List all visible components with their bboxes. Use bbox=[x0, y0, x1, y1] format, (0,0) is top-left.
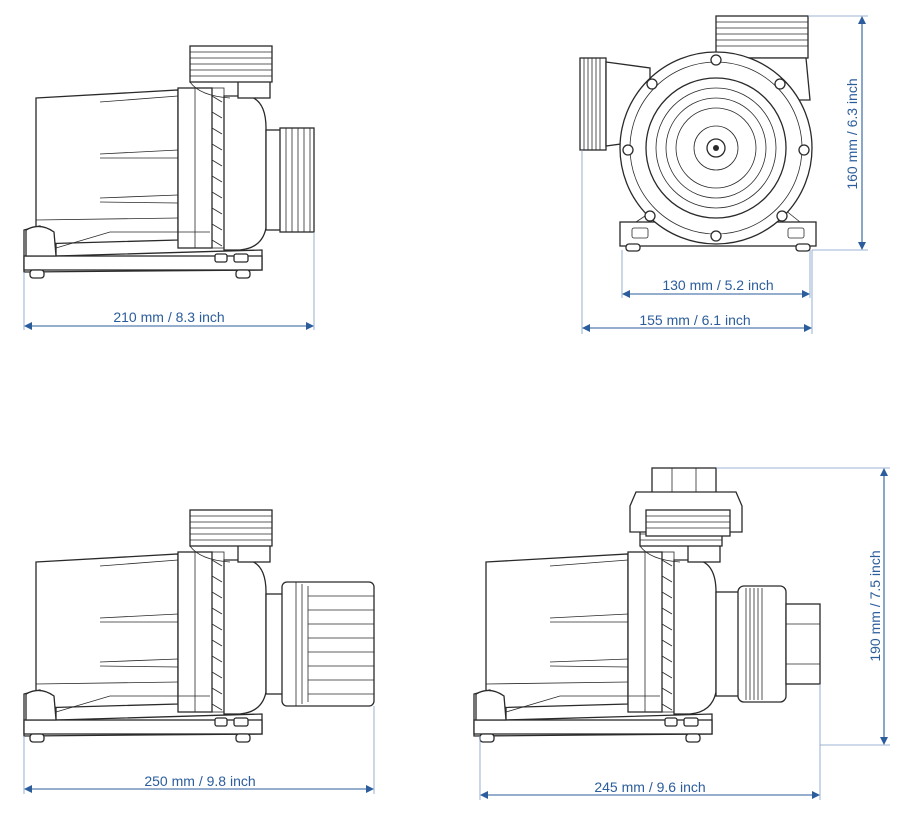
dimension-foot-width-top-right: 130 mm / 5.2 inch bbox=[621, 250, 811, 298]
dimension-label: 190 mm / 7.5 inch bbox=[867, 550, 883, 661]
dimension-height-bottom-right: 190 mm / 7.5 inch bbox=[716, 467, 890, 746]
side-view-with-strainer bbox=[23, 509, 375, 743]
dimension-label: 160 mm / 6.3 inch bbox=[844, 78, 860, 189]
dimension-height-top-right: 160 mm / 6.3 inch bbox=[808, 15, 868, 251]
side-view-standard bbox=[23, 45, 315, 279]
front-view bbox=[579, 15, 817, 252]
dimension-label: 250 mm / 9.8 inch bbox=[144, 773, 255, 789]
dimension-label: 155 mm / 6.1 inch bbox=[639, 312, 750, 328]
dimension-width-bottom-left: 250 mm / 9.8 inch bbox=[23, 706, 375, 794]
dimension-label: 130 mm / 5.2 inch bbox=[662, 277, 773, 293]
dimension-label: 210 mm / 8.3 inch bbox=[113, 309, 224, 325]
side-view-with-unions bbox=[473, 467, 821, 743]
dimension-width-top-right: 155 mm / 6.1 inch bbox=[581, 150, 813, 334]
dimension-width-bottom-right: 245 mm / 9.6 inch bbox=[479, 684, 821, 800]
bolt-icons bbox=[622, 54, 810, 242]
dimension-label: 245 mm / 9.6 inch bbox=[594, 779, 705, 795]
dimension-width-top-left: 210 mm / 8.3 inch bbox=[23, 232, 315, 330]
